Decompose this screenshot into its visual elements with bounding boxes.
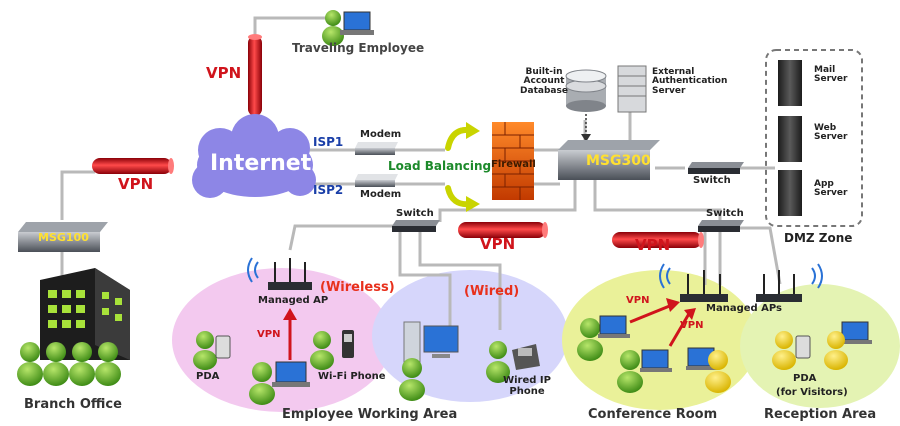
built-in-db-label: Built-in Account Database	[520, 67, 568, 96]
managed-ap-label: Managed AP	[258, 295, 329, 306]
internet-label: Internet	[210, 151, 312, 176]
desktop-computer-icon	[399, 321, 459, 401]
reception-area-label: Reception Area	[764, 407, 877, 422]
wireless-label: (Wireless)	[320, 280, 395, 295]
vpn-label-right: VPN	[635, 236, 671, 254]
wired-label: (Wired)	[464, 284, 520, 299]
vpn-label-employee: VPN	[257, 329, 281, 340]
managed-ap-reception-icon	[756, 263, 823, 302]
vpn-label-conference-2: VPN	[680, 320, 704, 331]
visitor-laptop-icon	[824, 321, 872, 370]
managed-ap-conference-icon	[659, 263, 728, 302]
reception-area-zone	[740, 284, 900, 408]
vpn-arrow-conference-1-icon	[629, 298, 680, 324]
external-auth-label: External Authentication Server	[652, 67, 728, 96]
switch-right	[698, 220, 744, 232]
mail-server-label: Mail Server	[814, 65, 848, 85]
switch-dmz-label: Switch	[693, 175, 731, 186]
wired-ip-phone-icon	[486, 341, 540, 383]
vpn-label-conference-1: VPN	[626, 295, 650, 306]
conference-user-2-icon	[617, 349, 672, 393]
conference-room-label: Conference Room	[588, 407, 718, 422]
managed-aps-label: Managed APs	[706, 303, 782, 314]
wired-ip-phone-label: Wired IP Phone	[503, 375, 551, 397]
msg300-label: MSG300	[586, 153, 651, 169]
wifi-phone-label: Wi-Fi Phone	[318, 371, 386, 382]
vpn-tunnel-branch	[92, 158, 174, 174]
traveling-employee-icon	[322, 10, 374, 46]
web-server-label: Web Server	[814, 123, 848, 143]
for-visitors-label: (for Visitors)	[776, 387, 848, 398]
vpn-arrow-conference-2-icon	[668, 308, 696, 347]
employee-area-label: Employee Working Area	[282, 407, 458, 422]
conference-user-1-icon	[577, 315, 630, 361]
vpn-label-top: VPN	[206, 64, 242, 82]
dmz-zone-box	[765, 49, 863, 227]
switch-dmz	[688, 162, 744, 174]
msg300-device	[558, 140, 660, 180]
laptop-user-employee-icon	[249, 361, 310, 405]
arrowhead-top-icon	[466, 122, 480, 139]
arrowhead-bottom-icon	[466, 196, 480, 212]
pda-label: PDA	[196, 371, 220, 382]
conference-user-3-icon	[686, 347, 731, 393]
managed-ap-icon	[247, 257, 312, 290]
branch-office-label: Branch Office	[24, 397, 122, 412]
modem-isp2-label: Modem	[360, 189, 402, 200]
internet-cloud	[192, 114, 316, 198]
vpn-tunnel-top	[248, 34, 262, 116]
connection-lines	[60, 16, 782, 330]
firewall-label: Firewall	[491, 159, 536, 170]
modem-isp1-label: Modem	[360, 129, 402, 140]
dmz-zone-label: DMZ Zone	[784, 231, 853, 245]
branch-people-icon	[17, 342, 121, 386]
vpn-tunnel-middle	[458, 222, 548, 238]
firewall-icon	[492, 122, 534, 200]
vpn-label-middle: VPN	[480, 235, 516, 253]
app-server-label: App Server	[814, 179, 848, 199]
employee-area-zone	[172, 268, 392, 412]
visitor-pda-label: PDA	[793, 373, 817, 384]
isp1-label: ISP1	[313, 135, 344, 149]
msg100-device	[18, 222, 108, 252]
switch-right-label: Switch	[706, 208, 744, 219]
modem-isp2	[355, 174, 398, 187]
account-database-icon	[565, 69, 607, 142]
visitor-pda-icon	[772, 331, 811, 370]
external-auth-server-icon	[617, 65, 647, 113]
pda-icon	[193, 331, 231, 370]
traveling-employee-label: Traveling Employee	[292, 41, 425, 55]
web-server-icon	[778, 116, 802, 162]
switch-left	[392, 220, 440, 232]
modem-isp1	[355, 142, 398, 155]
vpn-label-branch: VPN	[118, 175, 154, 193]
vpn-arrow-employee-icon	[283, 308, 297, 360]
load-balancing-label: Load Balancing	[388, 159, 492, 173]
app-server-icon	[778, 170, 802, 216]
msg100-label: MSG100	[38, 231, 89, 244]
isp2-label: ISP2	[313, 183, 344, 197]
branch-office-building	[40, 268, 130, 360]
switch-left-label: Switch	[396, 208, 434, 219]
wifi-phone-icon	[310, 330, 354, 370]
vpn-tunnel-right	[612, 232, 704, 248]
mail-server-icon	[778, 60, 802, 106]
